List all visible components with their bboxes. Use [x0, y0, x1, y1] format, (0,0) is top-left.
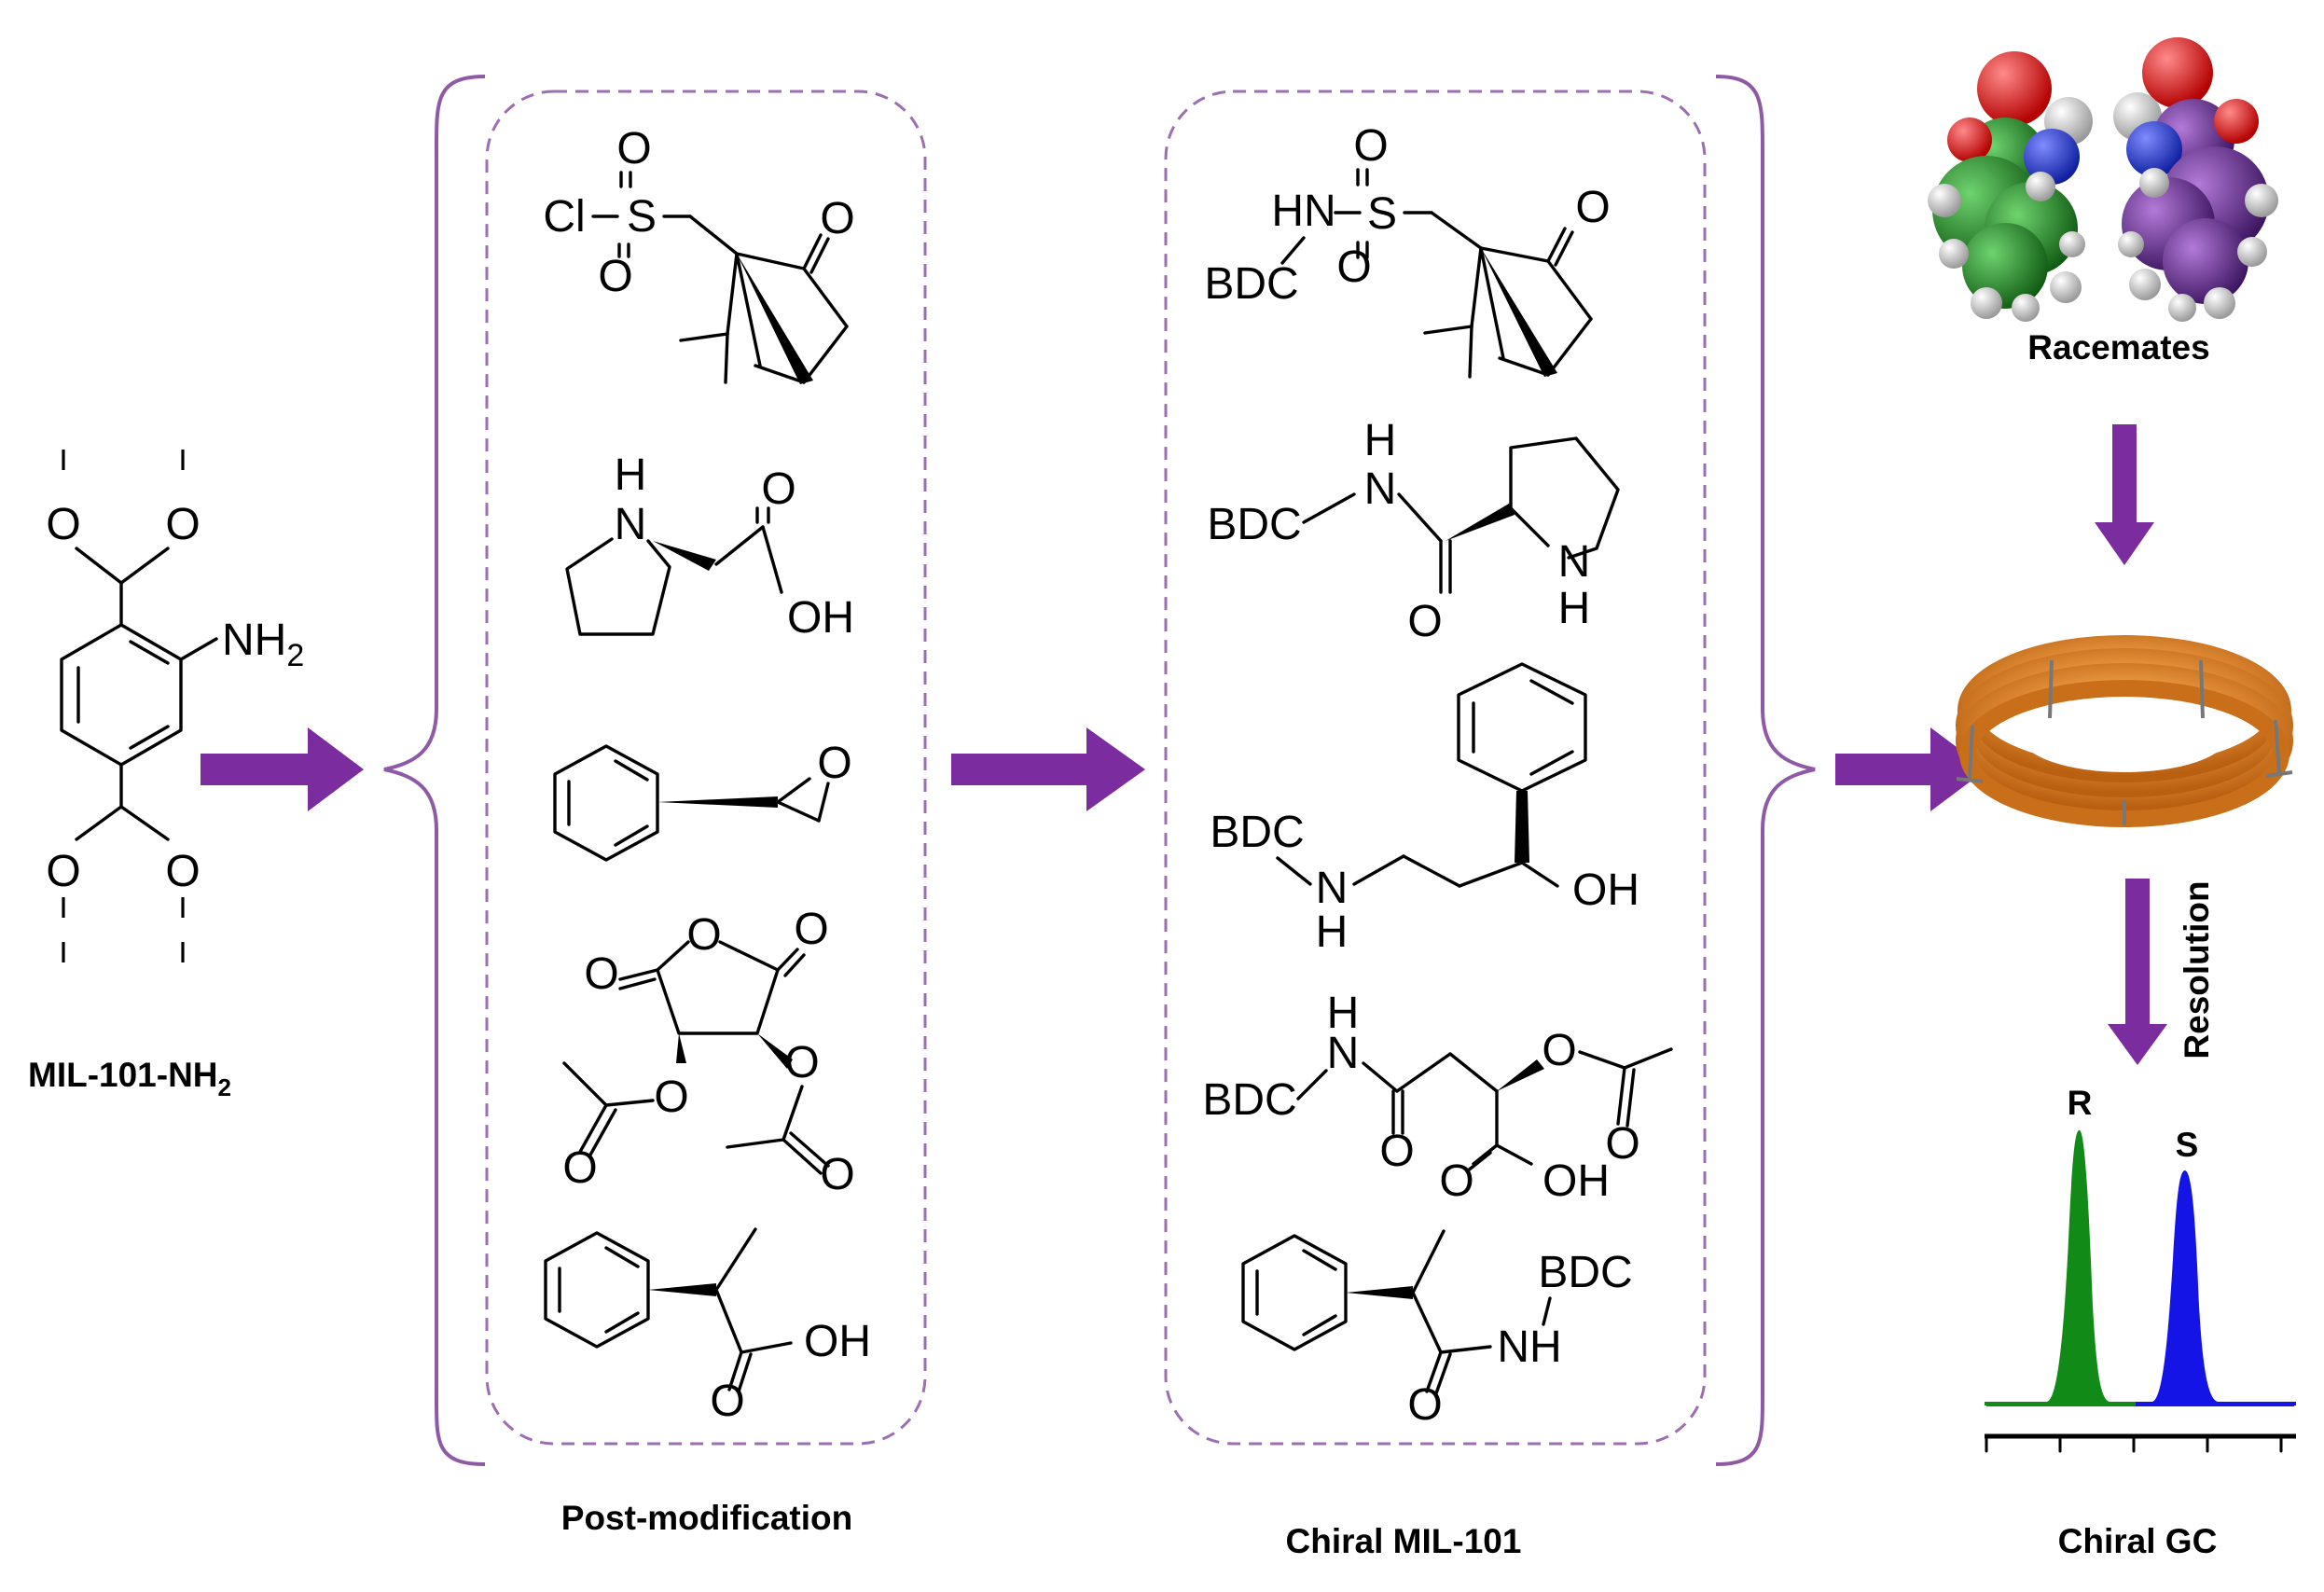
chiral-linker-diacetyl-tartaramide: BDC H N O O O O OH — [1202, 989, 1673, 1206]
svg-text:BDC: BDC — [1210, 808, 1304, 857]
svg-text:N: N — [615, 500, 647, 549]
chiral-mil-panel — [1164, 90, 1707, 1446]
resolution-label: Resolution — [2178, 880, 2216, 1059]
svg-text:Cl: Cl — [543, 192, 585, 242]
chromatogram: R S — [1985, 1084, 2296, 1453]
2-phenylpropionic-acid: OH O — [544, 1227, 871, 1426]
svg-text:S: S — [1367, 189, 1397, 239]
svg-text:O: O — [584, 949, 618, 999]
styrene-oxide: O — [553, 739, 852, 862]
svg-text:H: H — [1316, 907, 1349, 957]
camphorsulfonyl-chloride: O Cl S O O — [543, 124, 855, 384]
atom-o: O — [46, 847, 80, 896]
chiral-linker-amino-alcohol: BDC N H OH — [1210, 662, 1639, 957]
svg-text:O: O — [794, 905, 828, 954]
left-brace-open — [383, 75, 486, 1466]
peak-r — [1986, 1129, 2136, 1406]
reaction-arrow — [951, 727, 1145, 811]
svg-text:BDC: BDC — [1207, 500, 1301, 549]
down-arrow — [2095, 424, 2154, 565]
svg-text:O: O — [686, 910, 721, 960]
svg-text:O: O — [1542, 1026, 1576, 1075]
svg-text:OH: OH — [804, 1317, 871, 1366]
right-brace-close — [1715, 75, 1816, 1466]
svg-text:O: O — [616, 124, 651, 173]
peak-s-label: S — [2176, 1126, 2199, 1164]
atom-nh2: NH2 — [222, 616, 304, 673]
svg-text:O: O — [761, 464, 795, 514]
gc-capillary-column — [1956, 635, 2293, 827]
l-proline: H N O OH — [565, 450, 854, 643]
svg-text:O: O — [820, 1150, 854, 1199]
svg-text:H: H — [1364, 416, 1397, 465]
racemates-label: Racemates — [2027, 328, 2209, 367]
svg-text:O: O — [1336, 242, 1371, 292]
svg-text:BDC: BDC — [1202, 1075, 1296, 1125]
atom-o: O — [165, 847, 200, 896]
svg-text:N: N — [1316, 864, 1349, 913]
svg-text:OH: OH — [1572, 865, 1639, 915]
svg-text:OH: OH — [787, 593, 854, 643]
svg-text:O: O — [654, 1073, 688, 1122]
reaction-arrow — [1835, 727, 1986, 811]
svg-text:N: N — [1327, 1029, 1360, 1078]
svg-text:BDC: BDC — [1538, 1248, 1632, 1297]
svg-text:O: O — [1605, 1119, 1639, 1169]
svg-text:O: O — [1407, 1380, 1442, 1430]
svg-text:O: O — [1407, 597, 1442, 646]
racemate-molecule-purple — [2113, 37, 2278, 322]
atom-o: O — [165, 500, 200, 549]
resolution-arrow — [2108, 879, 2167, 1065]
post-modification-label: Post-modification — [561, 1499, 852, 1537]
reaction-arrow — [201, 727, 364, 811]
svg-text:O: O — [710, 1377, 744, 1426]
svg-text:O: O — [1379, 1127, 1414, 1176]
svg-text:NH: NH — [1497, 1322, 1561, 1372]
svg-text:O: O — [1575, 183, 1610, 232]
peak-s — [2136, 1170, 2294, 1406]
chiral-mil-101-label: Chiral MIL-101 — [1286, 1522, 1522, 1560]
svg-text:OH: OH — [1542, 1156, 1610, 1206]
svg-text:O: O — [784, 1038, 819, 1087]
svg-text:N: N — [1558, 537, 1591, 587]
chiral-linker-prolinamide: BDC H N O N H — [1207, 416, 1620, 646]
svg-text:O: O — [817, 739, 851, 788]
svg-text:O: O — [820, 194, 854, 243]
racemate-molecule-green — [1928, 51, 2093, 322]
svg-text:O: O — [562, 1143, 597, 1193]
svg-text:H: H — [615, 450, 647, 500]
diacetyl-tartaric-anhydride: O O O O O O O — [562, 905, 855, 1199]
svg-text:N: N — [1364, 464, 1397, 514]
svg-text:H: H — [1327, 989, 1360, 1038]
chiral-linker-phenylpropionamide: NH BDC O — [1241, 1229, 1633, 1430]
svg-text:O: O — [1439, 1156, 1473, 1206]
svg-text:HN: HN — [1271, 187, 1335, 236]
chiral-gc-label: Chiral GC — [2058, 1522, 2218, 1560]
post-modification-panel — [485, 90, 927, 1446]
atom-o: O — [46, 500, 80, 549]
svg-text:O: O — [598, 252, 632, 301]
svg-text:H: H — [1558, 584, 1591, 633]
peak-r-label: R — [2068, 1084, 2093, 1122]
svg-text:S: S — [627, 192, 657, 242]
svg-text:O: O — [1353, 121, 1388, 171]
mil-101-nh2-structure: O O NH2 O O — [46, 450, 304, 962]
mil-101-nh2-label: MIL-101-NH2 — [28, 1056, 231, 1101]
chiral-linker-camphorsulfonamide: O HN S O BDC O — [1204, 121, 1611, 379]
svg-text:BDC: BDC — [1204, 259, 1298, 309]
